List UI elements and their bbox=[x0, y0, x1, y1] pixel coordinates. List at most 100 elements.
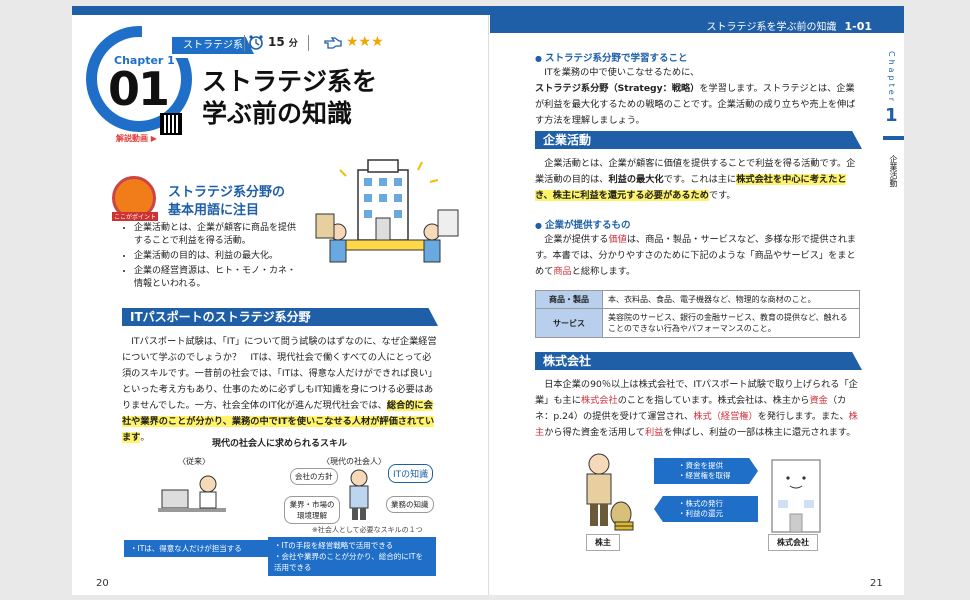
definition-table: 商品・製品本、衣料品、食品、電子機器など、物理的な商材のこと。 サービス美容院の… bbox=[535, 290, 860, 338]
body-text: ITを業務の中で使いこなせるために、 bbox=[544, 67, 700, 78]
running-head: ストラテジ系を学ぶ前の知識 1-01 bbox=[706, 18, 872, 33]
body-text: （カネ：p.24）の提供を受けて運営され、 bbox=[535, 395, 847, 422]
pointing-hand-icon bbox=[324, 37, 342, 49]
section-heading: 企業活動 bbox=[535, 131, 862, 149]
left-arrow: ・株式の発行・利益の還元 bbox=[654, 496, 758, 522]
subheading: ストラテジ系分野で学習すること bbox=[535, 50, 688, 64]
skill-bubble: 会社の方針 bbox=[290, 468, 338, 485]
body-text: は、商品・製品・サービスなど、多様な形で提供されます。本書では、分かりやすさのた… bbox=[535, 234, 857, 277]
red-term: 株主 bbox=[535, 411, 858, 438]
table-row: サービス美容院のサービス、銀行の金融サービス、教育の提供など、触れることのできな… bbox=[535, 308, 860, 338]
running-head-band bbox=[490, 15, 904, 33]
now-skill-2: ・会社や業界のことが分かり、総合的にITを活用できる bbox=[274, 552, 423, 572]
body-text: と総称します。 bbox=[571, 266, 636, 277]
gutter bbox=[488, 15, 489, 595]
flow-text: ・経営権を取得 bbox=[678, 471, 731, 480]
past-label: 〈従来〉 bbox=[178, 457, 210, 466]
body-text: です。 bbox=[708, 190, 736, 201]
bold-text: ストラテジ系分野（Strategy：戦略） bbox=[535, 83, 700, 94]
flow-text: ・株式の発行 bbox=[678, 499, 723, 508]
body-text: 。 bbox=[140, 432, 150, 443]
table-cell: 本、衣料品、食品、電子機器など、物理的な商材のこと。 bbox=[602, 290, 860, 309]
body-paragraph: 企業が提供する価値は、商品・製品・サービスなど、多様な形で提供されます。本書では… bbox=[535, 232, 862, 280]
point-title-line-2: 基本用語に注目 bbox=[168, 203, 260, 218]
red-term: 株式（経営権） bbox=[693, 411, 758, 422]
point-list: 企業活動とは、企業が顧客に商品を提供することで利益を得る活動。 企業活動の目的は… bbox=[124, 222, 304, 293]
table-row: 商品・製品本、衣料品、食品、電子機器など、物理的な商材のこと。 bbox=[535, 290, 860, 309]
subheading: 企業が提供するもの bbox=[535, 217, 631, 231]
skill-bubble: 業界・市場の環境理解 bbox=[284, 496, 340, 524]
flow-text: ・利益の還元 bbox=[678, 509, 723, 518]
body-text: 企業活動とは、企業が顧客に価値を提供することで利益を得る活動です。企業活動の目的… bbox=[535, 158, 856, 185]
point-title-line-1: ストラテジ系分野の bbox=[168, 185, 286, 200]
clock-icon bbox=[249, 35, 263, 50]
qr-code-icon[interactable] bbox=[160, 113, 182, 135]
red-term: 価値 bbox=[608, 234, 627, 245]
list-item: 企業の経営資源は、ヒト・モノ・カネ・情報といわれる。 bbox=[134, 265, 304, 291]
body-paragraph: ITを業務の中で使いこなせるために、ストラテジ系分野（Strategy：戦略）を… bbox=[535, 65, 862, 129]
company-label: 株式会社 bbox=[768, 534, 818, 551]
side-bar bbox=[883, 136, 904, 140]
red-term: 利益 bbox=[644, 427, 664, 438]
flow-text: ・資金を提供 bbox=[678, 461, 723, 470]
running-head-title: ストラテジ系を学ぶ前の知識 bbox=[706, 22, 837, 33]
body-text: です。これは主に bbox=[663, 174, 737, 185]
body-text: を伸ばし、利益の一部は株主に還元されます。 bbox=[663, 427, 856, 438]
chapter-side-tab: Chapter 1 企業活動 bbox=[883, 15, 904, 595]
diagram-title: 現代の社会人に求められるスキル bbox=[212, 439, 348, 449]
category-badge: ストラテジ系 bbox=[172, 37, 254, 54]
body-text: を学習します。ストラテジとは、企業が利益を最大化するための戦略のことです。企業活… bbox=[535, 83, 856, 126]
building-carrying-illustration bbox=[315, 159, 459, 263]
body-paragraph: 日本企業の90％以上は株式会社で、ITパスポート試験で取り上げられる「企業」も主… bbox=[535, 377, 862, 441]
title-line-1: ストラテジ系を bbox=[202, 67, 378, 96]
body-text: ITパスポート試験は、「IT」について問う試験のはずなのに、なぜ企業経営について… bbox=[122, 336, 438, 411]
body-text: のことを指しています。株式会社は、株主から bbox=[617, 395, 810, 406]
now-skill-box: ・ITの手段を経営戦略で活用できる ・会社や業界のことが分かり、総合的にITを活… bbox=[268, 537, 436, 576]
section-number: 01 bbox=[108, 62, 170, 116]
body-paragraph: ITパスポート試験は、「IT」について問う試験のはずなのに、なぜ企業経営について… bbox=[122, 334, 438, 446]
section-heading: ITパスポートのストラテジ系分野 bbox=[122, 308, 438, 326]
desk-worker-illustration bbox=[158, 475, 226, 512]
table-header-cell: サービス bbox=[535, 308, 603, 338]
table-cell: 美容院のサービス、銀行の金融サービス、教育の提供など、触れることのできない行為や… bbox=[602, 308, 860, 338]
list-item: 企業活動とは、企業が顧客に商品を提供することで利益を得る活動。 bbox=[134, 222, 304, 248]
body-text: 企業が提供する bbox=[544, 234, 609, 245]
page-number-left: 20 bbox=[96, 578, 109, 589]
top-band bbox=[72, 6, 904, 15]
time-unit: 分 bbox=[288, 38, 298, 49]
chapter-label: Chapter 1 bbox=[114, 54, 175, 67]
title-line-2: 学ぶ前の知識 bbox=[202, 99, 353, 128]
running-head-number: 1-01 bbox=[844, 20, 872, 33]
side-section-label: 企業活動 bbox=[889, 155, 898, 187]
side-chapter-label: Chapter bbox=[887, 51, 896, 104]
skill-bubble: 業務の知識 bbox=[386, 496, 434, 513]
past-skill-box: ・ITは、得意な人だけが担当する bbox=[124, 540, 286, 557]
red-term: 資金 bbox=[809, 395, 828, 406]
skill-bubble: ITの知識 bbox=[388, 464, 434, 483]
shareholder-label: 株主 bbox=[586, 534, 620, 551]
red-term: 株式会社 bbox=[580, 395, 618, 406]
page-number-right: 21 bbox=[870, 578, 883, 589]
video-link[interactable]: 解説動画 ▶ bbox=[116, 134, 157, 143]
divider bbox=[244, 35, 245, 51]
body-text: 日本企業の90％以上は株式会社で、ITパスポート試験で取り上げられる「企業」も主… bbox=[535, 379, 858, 406]
company-building-icon bbox=[771, 459, 821, 533]
shareholder-illustration bbox=[586, 453, 634, 531]
side-chapter-number: 1 bbox=[885, 105, 898, 126]
now-skill-1: ・ITの手段を経営戦略で活用できる bbox=[274, 541, 394, 550]
body-text: から得た資金を活用して bbox=[544, 427, 645, 438]
difficulty-stars: ★★★ bbox=[346, 34, 384, 50]
section-heading: 株式会社 bbox=[535, 352, 862, 370]
bold-text: 利益の最大化 bbox=[608, 174, 664, 185]
page-title: ストラテジ系を 学ぶ前の知識 bbox=[202, 66, 377, 130]
body-text: を発行します。また、 bbox=[757, 411, 849, 422]
right-arrow: ・資金を提供・経営権を取得 bbox=[654, 458, 758, 484]
time-value: 15 bbox=[268, 35, 285, 49]
body-paragraph: 企業活動とは、企業が顧客に価値を提供することで利益を得る活動です。企業活動の目的… bbox=[535, 156, 862, 204]
divider bbox=[308, 35, 309, 51]
now-label: 〈現代の社会人〉 bbox=[322, 457, 386, 466]
table-header-cell: 商品・製品 bbox=[535, 290, 603, 309]
businessman-illustration bbox=[349, 469, 369, 520]
diagram-note: ※社会人として必要なスキルの１つ bbox=[312, 526, 423, 534]
